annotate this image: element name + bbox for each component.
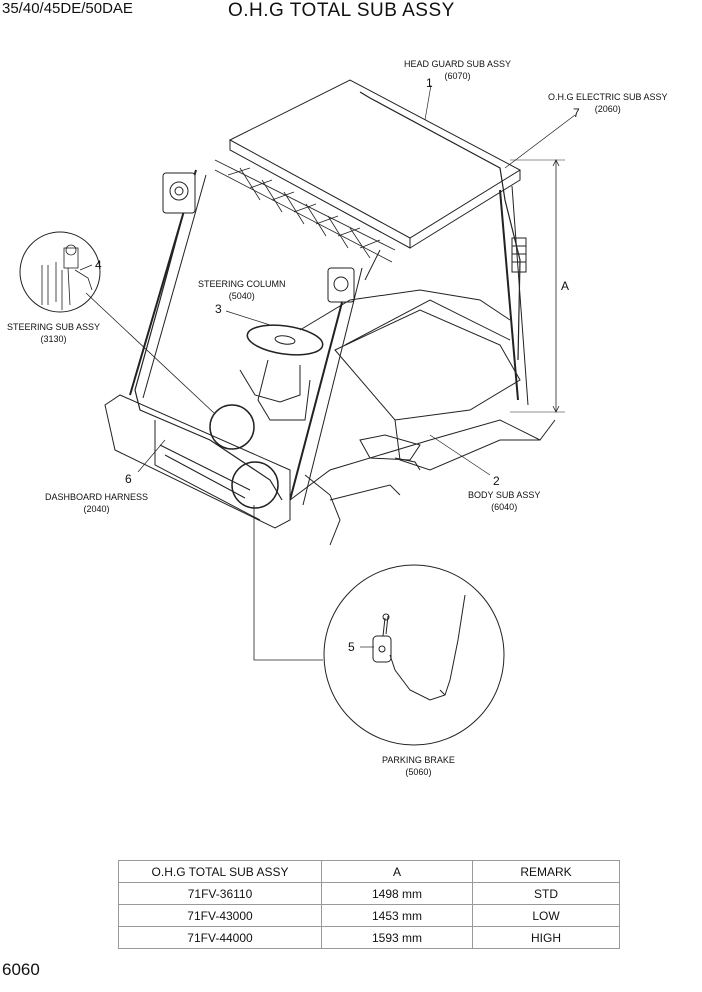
table-header-row: O.H.G TOTAL SUB ASSY A REMARK <box>118 860 620 883</box>
callout-6-label: DASHBOARD HARNESS (2040) <box>45 491 148 515</box>
model-number: 35/40/45DE/50DAE <box>2 0 133 17</box>
spec-table: O.H.G TOTAL SUB ASSY A REMARK 71FV-36110… <box>118 860 620 949</box>
callout-3-name: STEERING COLUMN <box>198 279 286 289</box>
table-cell: 71FV-43000 <box>118 904 322 927</box>
table-header: A <box>321 860 473 883</box>
table-cell: 1498 mm <box>321 882 473 905</box>
table-cell: 71FV-36110 <box>118 882 322 905</box>
table-cell: STD <box>472 882 620 905</box>
callout-4-code: (3130) <box>40 334 67 344</box>
callout-5-name: PARKING BRAKE <box>382 755 455 765</box>
table-cell: 71FV-44000 <box>118 926 322 949</box>
table-cell: LOW <box>472 904 620 927</box>
callout-2-label: BODY SUB ASSY (6040) <box>468 489 540 513</box>
callout-4-label: STEERING SUB ASSY (3130) <box>7 321 100 345</box>
callout-7-label: O.H.G ELECTRIC SUB ASSY (2060) <box>548 91 668 115</box>
callout-1-label: HEAD GUARD SUB ASSY (6070) <box>404 58 511 82</box>
callout-4-number: 4 <box>95 258 102 272</box>
table-cell: 1453 mm <box>321 904 473 927</box>
callout-6-name: DASHBOARD HARNESS <box>45 492 149 502</box>
callout-2-name: BODY SUB ASSY <box>468 490 541 500</box>
callout-1-number: 1 <box>426 76 433 90</box>
callout-3-label: STEERING COLUMN (5040) <box>198 278 286 302</box>
callout-4-name: STEERING SUB ASSY <box>7 322 101 332</box>
table-header: REMARK <box>472 860 620 883</box>
table-cell: 1593 mm <box>321 926 473 949</box>
callout-5-label: PARKING BRAKE (5060) <box>382 754 455 778</box>
table-row: 71FV-43000 1453 mm LOW <box>118 904 620 927</box>
callout-3-number: 3 <box>215 302 222 316</box>
table-row: 71FV-36110 1498 mm STD <box>118 882 620 905</box>
callout-7-number: 7 <box>573 106 580 120</box>
table-row: 71FV-44000 1593 mm HIGH <box>118 926 620 949</box>
page-number: 6060 <box>2 960 40 979</box>
callout-1-code: (6070) <box>444 71 471 81</box>
callout-6-number: 6 <box>125 472 132 486</box>
callout-7-name: O.H.G ELECTRIC SUB ASSY <box>548 92 668 102</box>
callout-2-number: 2 <box>493 474 500 488</box>
dimension-a-label: A <box>561 279 570 293</box>
callout-5-number: 5 <box>348 640 355 654</box>
callout-2-code: (6040) <box>491 502 518 512</box>
table-header: O.H.G TOTAL SUB ASSY <box>118 860 322 883</box>
callout-3-code: (5040) <box>228 291 255 301</box>
callout-1-name: HEAD GUARD SUB ASSY <box>404 59 512 69</box>
table-cell: HIGH <box>472 926 620 949</box>
callout-7-code: (2060) <box>594 104 621 114</box>
callout-6-code: (2040) <box>83 504 110 514</box>
callout-5-code: (5060) <box>405 767 432 777</box>
page-title: O.H.G TOTAL SUB ASSY <box>228 0 455 21</box>
